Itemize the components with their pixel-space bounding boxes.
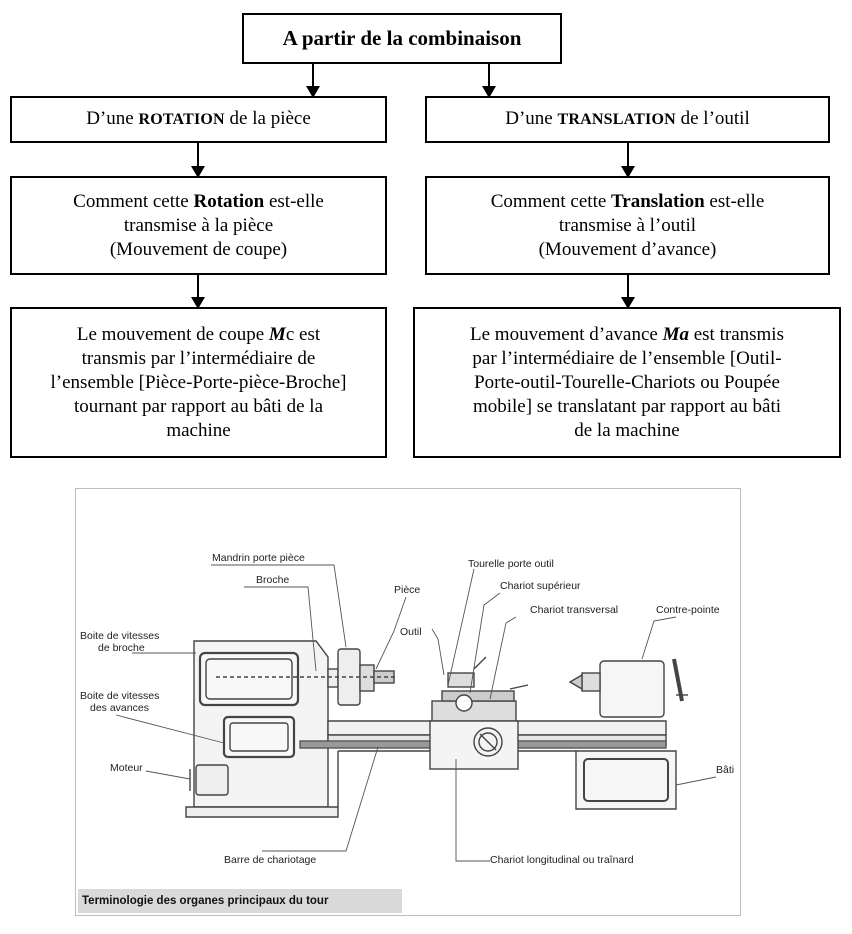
arrow-title-left [306, 64, 320, 98]
title-box: A partir de la combinaison [242, 13, 562, 64]
translation-keyword: TRANSLATION [557, 111, 676, 128]
label-piece: Pièce [394, 584, 420, 596]
translation-line: D’une TRANSLATION de l’outil [505, 107, 750, 132]
feed-prefix: Le mouvement d’avance [470, 323, 663, 345]
feed-line4: mobile] se translatant par rapport au bâ… [472, 395, 782, 417]
cut-line2: transmis par l’intermédiaire de [81, 347, 316, 369]
label-barre: Barre de chariotage [224, 854, 316, 866]
tr-trans-keyword: Translation [611, 190, 705, 212]
tr-trans-line1: Comment cette Translation est-elle [491, 190, 765, 214]
tr-trans-suffix: est-elle [704, 190, 765, 212]
cut-symbol: M [268, 323, 286, 345]
feed-suffix: est transmis [688, 323, 784, 345]
tr-trans-prefix: Comment cette [490, 190, 612, 212]
cut-line1: Le mouvement de coupe Mc est [77, 323, 320, 347]
label-mandrin: Mandrin porte pièce [212, 552, 305, 564]
cut-line3: l’ensemble [Pièce-Porte-pièce-Broche] [50, 371, 347, 393]
rot-trans-line3: (Mouvement de coupe) [109, 238, 288, 260]
arrow-right-2 [621, 275, 635, 309]
label-boite-avances-1: Boite de vitesses [80, 690, 159, 702]
rot-trans-keyword: Rotation [193, 190, 265, 212]
translation-box: D’une TRANSLATION de l’outil [425, 96, 830, 143]
label-broche: Broche [256, 574, 289, 586]
label-chariot-sup: Chariot supérieur [500, 580, 581, 592]
arrow-left-1 [191, 143, 205, 178]
feed-line3: Porte-outil-Tourelle-Chariots ou Poupée [474, 371, 780, 393]
label-moteur: Moteur [110, 762, 143, 774]
label-boite-avances-2: des avances [90, 702, 149, 714]
rotation-keyword: ROTATION [138, 111, 225, 128]
arrow-title-right [482, 64, 496, 98]
label-tourelle: Tourelle porte outil [468, 558, 554, 570]
arrow-right-1 [621, 143, 635, 178]
tr-trans-line2: transmise à l’outil [558, 214, 697, 236]
arrow-left-2 [191, 275, 205, 309]
cut-movement-box: Le mouvement de coupe Mc est transmis pa… [10, 307, 387, 458]
rotation-transmission-box: Comment cette Rotation est-elle transmis… [10, 176, 387, 275]
label-contre-pointe: Contre-pointe [656, 604, 720, 616]
rot-trans-suffix: est-elle [264, 190, 324, 212]
tr-trans-line3: (Mouvement d’avance) [538, 238, 717, 260]
lathe-figure: Mandrin porte pièce Broche Pièce Boite d… [75, 488, 741, 916]
figure-caption: Terminologie des organes principaux du t… [78, 889, 402, 913]
rot-trans-line1: Comment cette Rotation est-elle [73, 190, 324, 214]
feed-line2: par l’intermédiaire de l’ensemble [Outil… [472, 347, 782, 369]
title-text: A partir de la combinaison [282, 26, 522, 50]
feed-movement-box: Le mouvement d’avance Ma est transmis pa… [413, 307, 841, 458]
cut-prefix: Le mouvement de coupe [76, 323, 269, 345]
label-boite-broche-1: Boite de vitesses [80, 630, 159, 642]
rot-trans-prefix: Comment cette [73, 190, 194, 212]
feed-symbol: Ma [662, 323, 689, 345]
label-chariot-trans: Chariot transversal [530, 604, 618, 616]
rot-trans-line2: transmise à la pièce [123, 214, 274, 236]
cut-line5: machine [166, 419, 231, 441]
label-boite-broche-2: de broche [98, 642, 145, 654]
label-chariot-long: Chariot longitudinal ou traînard [490, 854, 634, 866]
label-outil: Outil [400, 626, 422, 638]
rotation-line: D’une ROTATION de la pièce [86, 107, 311, 132]
translation-prefix: D’une [505, 108, 558, 129]
rotation-box: D’une ROTATION de la pièce [10, 96, 387, 143]
rotation-suffix: de la pièce [224, 108, 311, 129]
feed-line1: Le mouvement d’avance Ma est transmis [470, 323, 784, 347]
translation-suffix: de l’outil [675, 108, 750, 129]
cut-line4: tournant par rapport au bâti de la [73, 395, 323, 417]
rotation-prefix: D’une [86, 108, 139, 129]
cut-suffix: c est [285, 323, 321, 345]
lathe-drawing: Mandrin porte pièce Broche Pièce Boite d… [80, 552, 734, 866]
label-bati: Bâti [716, 764, 734, 776]
translation-transmission-box: Comment cette Translation est-elle trans… [425, 176, 830, 275]
feed-line5: de la machine [574, 419, 680, 441]
